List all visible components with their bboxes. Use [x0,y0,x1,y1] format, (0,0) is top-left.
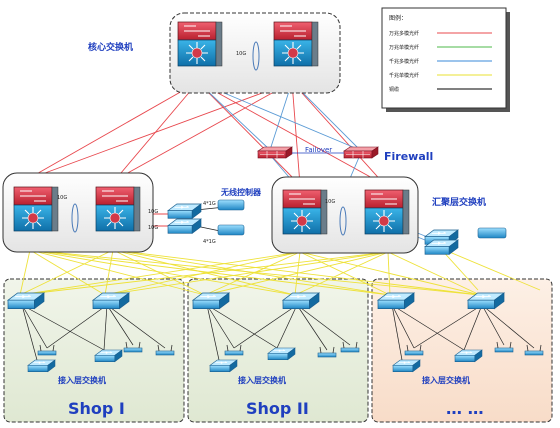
access-copper-link [413,304,483,349]
agg-access-link [29,249,481,296]
access-copper-link [206,304,278,349]
wireless-label-left1: 10G [148,209,158,215]
agg-right-link-bundle [339,206,347,236]
legend-item-label: 千兆多模光纤 [389,58,419,65]
firewall-1 [257,146,293,159]
agg-left-link-label: 10G [57,195,67,201]
zone-caption: 接入层交换机 [238,375,286,385]
core-link-label: 10G [236,51,246,57]
agg-access-link [112,249,296,296]
core-agg-link [114,81,199,181]
agg-access-link [19,249,31,296]
access-copper-link [481,304,535,349]
agg-access-link [104,251,389,296]
legend-item-label: 万兆单模光纤 [389,44,419,51]
access-copper-link [21,304,48,349]
legend-item-label: 千兆单模光纤 [389,72,419,79]
agg-access-link [299,251,481,296]
zone-title: Shop I [68,399,125,418]
agg-access-link [104,251,301,296]
access-copper-link [21,304,105,351]
zone-title: … … [446,399,484,418]
aggregation-switch-3 [282,189,328,235]
legend-title: 图例： [389,14,407,22]
wireless-switch-1 [167,203,202,219]
core-agg-link [291,81,301,186]
core-switch-left [177,21,223,67]
core-agg-link [197,81,386,186]
core-switch-title: 核心交换机 [88,41,133,53]
agg-access-link [19,249,114,296]
core-agg-link [114,81,293,181]
legend-box [381,7,507,109]
agg-access-link [294,251,301,296]
agg-access-link [204,251,301,296]
agg-access-link [299,251,391,296]
wireless-controller-2 [217,224,245,236]
wireless-switch-2 [167,218,202,234]
core-agg-link [197,81,301,186]
access-copper-link [21,304,38,361]
core-agg-link [25,81,199,181]
access-copper-link [463,304,483,351]
failover-label: Failover [305,146,332,154]
access-copper-link [296,304,351,346]
wireless-controller-title: 无线控制器 [220,187,262,197]
agg-access-link [112,249,481,296]
agg-access-link [29,249,206,296]
access-copper-link [391,304,403,361]
agg-side-controller [477,227,507,239]
core-switch-right [273,21,319,67]
access-copper-link [391,304,415,349]
aggregation-switch-2 [95,186,141,232]
zone-caption: 接入层交换机 [58,375,106,385]
core-agg-link [25,81,293,181]
wireless-label-top: 4*1G [203,201,216,207]
agg-access-link [439,247,541,291]
firewall-2 [343,146,379,159]
access-copper-link [106,304,166,349]
aggregation-switch-title: 汇聚层交换机 [432,196,486,208]
agg-right-link-label: 10G [325,199,335,205]
access-copper-link [46,304,108,349]
agg-access-link [19,251,301,296]
core-firewall-link [197,81,271,151]
zone-caption: 接入层交换机 [422,375,470,385]
agg-access-link [29,249,391,296]
aggregation-switch-4 [364,189,410,235]
agg-access-link [29,249,106,296]
firewall-title: Firewall [384,150,433,163]
agg-access-link [112,249,206,296]
access-copper-link [206,304,220,361]
access-copper-link [233,304,298,349]
agg-access-link [294,251,389,296]
aggregation-switch-1 [13,186,59,232]
legend-item-label: 万兆多模光纤 [389,30,419,37]
zone-title: Shop II [246,399,309,418]
core-link-bundle [252,41,260,71]
wireless-label-left2: 10G [148,225,158,231]
access-copper-link [391,304,465,351]
agg-access-link [104,249,114,296]
access-copper-link [296,304,328,351]
agg-access-link [439,247,479,291]
access-copper-link [106,304,134,346]
wireless-label-bottom: 4*1G [203,239,216,245]
agg-left-link-bundle [71,203,79,233]
access-copper-link [481,304,505,346]
agg-access-link [387,251,481,296]
access-copper-link [276,304,298,349]
core-agg-link [291,81,386,186]
legend-item-label: 铜缆 [389,86,399,93]
agg-access-link [204,251,389,296]
agg-access-link [29,249,296,296]
access-copper-link [206,304,235,349]
access-copper-link [103,304,108,351]
zone-1 [3,278,185,423]
wireless-controller-1 [217,199,245,211]
core-firewall-link [269,81,293,151]
